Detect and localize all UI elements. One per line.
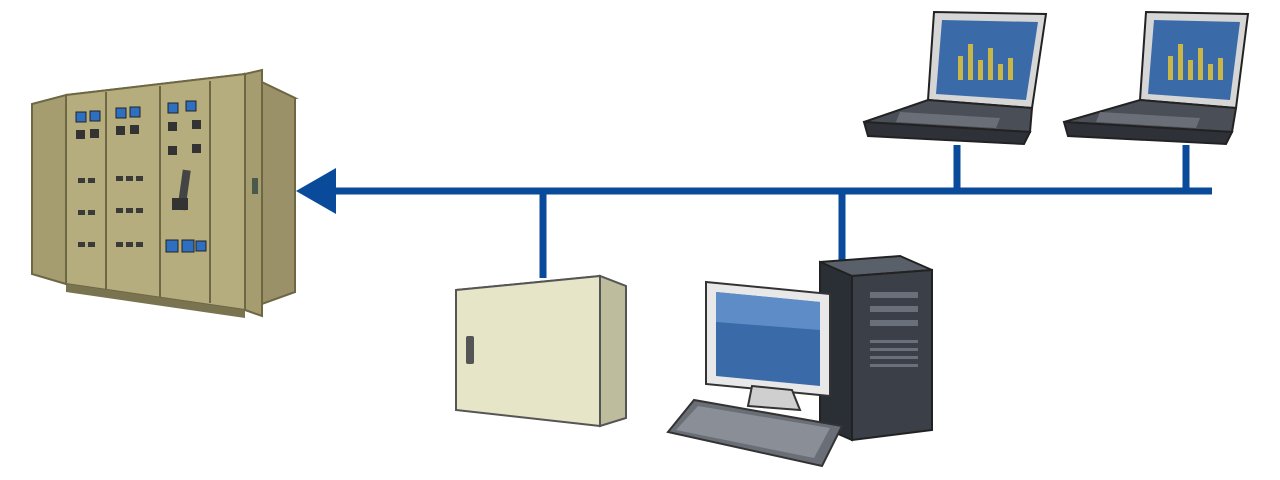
wall-enclosure-icon	[455, 274, 627, 428]
bus-arrowhead	[296, 168, 336, 214]
laptop-icon	[862, 10, 1048, 146]
laptop-icon	[1062, 10, 1250, 146]
industrial-cabinet-icon	[31, 68, 299, 318]
network-bus	[296, 145, 1212, 278]
desktop-computer-icon	[666, 254, 933, 468]
